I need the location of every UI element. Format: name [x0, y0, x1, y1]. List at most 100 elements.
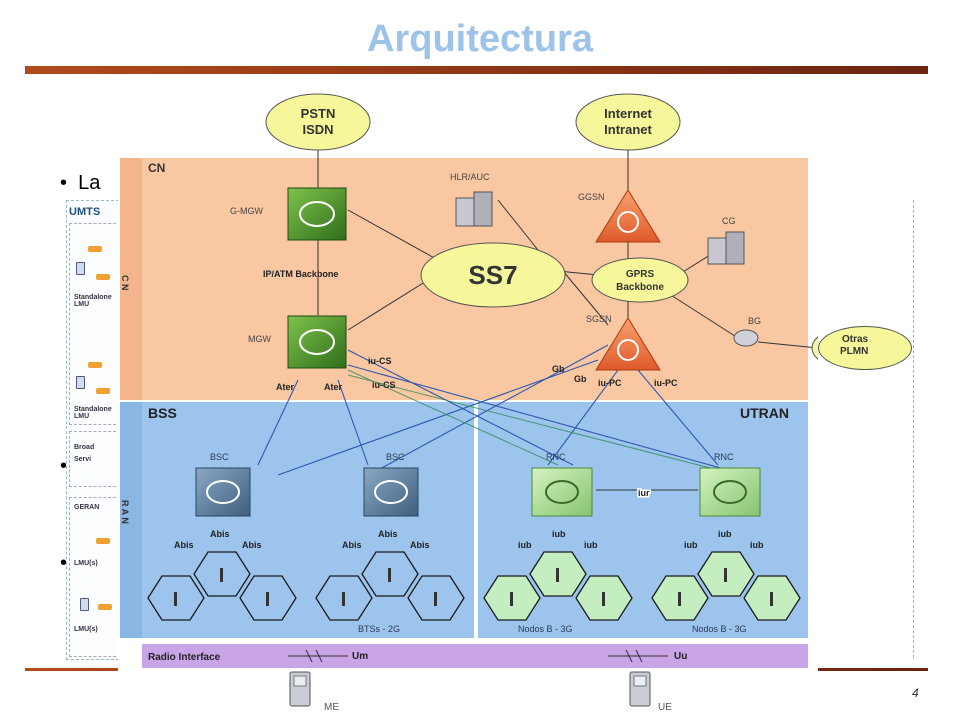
lmu-label: Standalone LMU: [74, 294, 112, 308]
bsc-label: BSC: [210, 452, 229, 462]
ss7-label: SS7: [468, 260, 517, 290]
cn-side-bar: [120, 158, 142, 400]
nodosb-label: Nodos B - 3G: [692, 624, 747, 634]
hlr-node: HLR/AUC: [450, 172, 493, 227]
rnc-label: RNC: [546, 452, 566, 462]
rnc-node-1: RNC: [531, 452, 593, 517]
iub-label: iub: [584, 540, 598, 550]
plmn-cloud: [811, 336, 818, 360]
sgsn-node: SGSN: [586, 314, 661, 371]
iub-label: iub: [684, 540, 698, 550]
bullet-3: •: [60, 552, 68, 574]
rnc-label: RNC: [714, 452, 734, 462]
network-diagram: CN C N BSS UTRAN R A N Radio Interface: [118, 80, 818, 720]
iucs-label: iu-CS: [368, 356, 392, 366]
um-interface: [288, 649, 348, 663]
gb-label: Gb: [552, 364, 565, 374]
abis-label: Abis: [342, 540, 362, 550]
pstn-label: PSTN: [301, 106, 336, 121]
internet-cloud: Internet Intranet: [575, 93, 681, 151]
iub-label: iub: [552, 529, 566, 539]
page-number: 4: [912, 686, 919, 700]
bsc-label: BSC: [386, 452, 405, 462]
utran-link-labels: iub iub iub iub iub iub: [518, 529, 764, 550]
lmu-label: LMU(s): [74, 626, 98, 633]
lmu-label: LMU(s): [74, 560, 98, 567]
plmn-label-line1: Otras: [842, 334, 869, 345]
antenna-icons: [174, 568, 773, 606]
iub-label: iub: [518, 540, 532, 550]
bsc-node-2: BSC: [363, 452, 419, 517]
cg-node: CG: [707, 216, 745, 265]
bullet-1-text: La: [78, 172, 101, 194]
tag-icon: [98, 604, 112, 610]
cg-label: CG: [722, 216, 736, 226]
rnc-node-2: RNC: [699, 452, 761, 517]
uu-interface: [608, 649, 668, 663]
ran-side-label: R A N: [120, 500, 130, 524]
left-box-2: Broad Servi: [69, 431, 121, 487]
me-label: ME: [324, 702, 339, 713]
gprs-cloud: GPRS Backbone: [591, 257, 689, 303]
bg-label: BG: [748, 316, 761, 326]
left-panel: UMTS Standalone LMU Standalone LMU Broad…: [66, 200, 124, 660]
iupc-label: iu-PC: [654, 378, 678, 388]
radio-interface-label: Radio Interface: [148, 652, 221, 663]
broadcast-label: Broad: [74, 444, 95, 451]
me-terminal-icon: ME: [289, 671, 339, 713]
lmu-label: Standalone LMU: [74, 406, 112, 420]
bullet-1: • La: [60, 172, 101, 194]
sgsn-label: SGSN: [586, 314, 612, 324]
abis-label: Abis: [242, 540, 262, 550]
geran-label: GERAN: [74, 504, 100, 511]
green-links: [347, 369, 719, 471]
intranet-label: Intranet: [604, 122, 652, 137]
btss-label: BTSs - 2G: [358, 624, 400, 634]
abis-label: Abis: [174, 540, 194, 550]
ggsn-node: GGSN: [578, 189, 661, 243]
iub-label: iub: [750, 540, 764, 550]
ipatm-label: IP/ATM Backbone: [263, 269, 338, 279]
ggsn-label: GGSN: [578, 192, 605, 202]
tag-icon: [88, 362, 102, 368]
bg-node: BG: [733, 316, 761, 347]
hlr-label: HLR/AUC: [450, 172, 490, 182]
iub-label: iub: [718, 529, 732, 539]
left-box-3: GERAN LMU(s) LMU(s): [69, 497, 121, 657]
bullet-2: •: [60, 455, 68, 477]
ue-terminal-icon: UE: [629, 671, 672, 713]
title-rule: [25, 66, 928, 74]
plmn-label-line2: PLMN: [840, 346, 869, 357]
um-label: Um: [352, 651, 368, 662]
gmgw-label: G-MGW: [230, 206, 263, 216]
bss-link-labels: Abis Abis Abis Abis Abis Abis: [174, 529, 430, 550]
iucs-label: iu-CS: [372, 380, 396, 390]
nodosb-label: Nodos B - 3G: [518, 624, 573, 634]
gprs-label: GPRS: [626, 269, 655, 280]
backbone-label: Backbone: [616, 282, 664, 293]
abis-label: Abis: [378, 529, 398, 539]
internet-label: Internet: [604, 106, 652, 121]
abis-label: Abis: [210, 529, 230, 539]
phone-icon: [80, 598, 89, 611]
gmgw-node: G-MGW: [230, 187, 347, 241]
cn-region-label: CN: [148, 161, 165, 175]
mgw-label: MGW: [248, 334, 271, 344]
ran-side-bar: [120, 402, 142, 638]
tag-icon: [88, 246, 102, 252]
bsc-node-1: BSC: [195, 452, 251, 517]
left-panel-header: UMTS: [69, 206, 101, 218]
access-links: [257, 344, 729, 476]
iupc-label: iu-PC: [598, 378, 622, 388]
ss7-cloud: SS7: [420, 242, 566, 308]
cn-side-label: C N: [120, 275, 130, 291]
right-panel-edge: [910, 200, 914, 658]
core-links: [317, 150, 818, 349]
radio-interface-bar: [142, 644, 808, 668]
ater-label: Ater: [276, 382, 295, 392]
tag-icon: [96, 538, 110, 544]
ue-label: UE: [658, 702, 672, 713]
ater-label: Ater: [324, 382, 343, 392]
uu-label: Uu: [674, 651, 687, 662]
tag-icon: [96, 274, 110, 280]
